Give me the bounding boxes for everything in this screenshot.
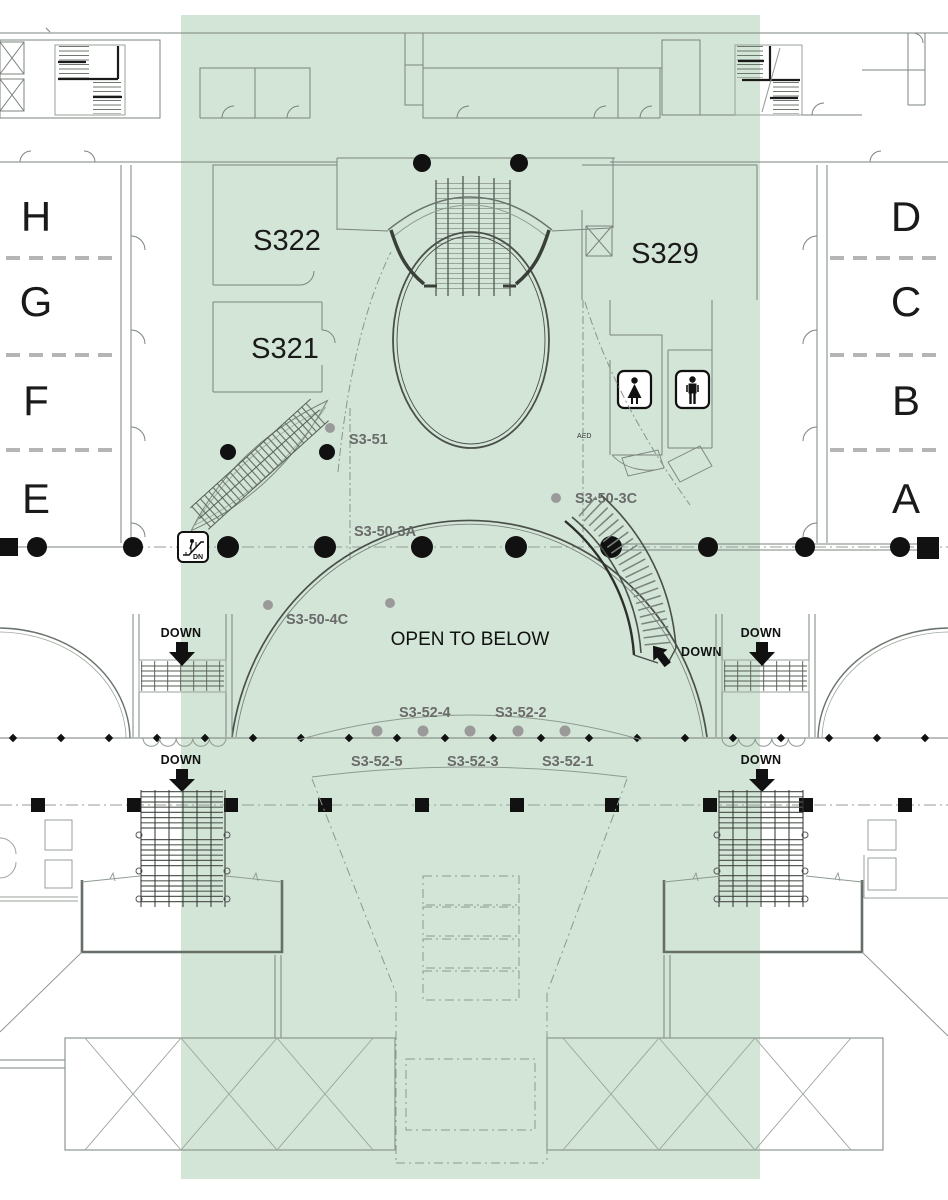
down-arrow-curved-stair [652, 645, 671, 668]
left-dome [0, 627, 131, 739]
dashed-stage-outline [311, 778, 628, 1164]
top-strip [0, 27, 948, 119]
right-bridge: DOWN DOWN [715, 614, 816, 792]
down-label-right-upper: DOWN [741, 626, 782, 640]
down-arrow-right-lower [749, 769, 775, 792]
open-to-below-label: OPEN TO BELOW [391, 629, 550, 650]
lower-left-stair [135, 790, 231, 907]
zone-label-f: F [23, 377, 49, 424]
aed-label: AED [577, 433, 591, 440]
room-label-s322: S322 [253, 225, 321, 257]
zone-label-c: C [891, 278, 921, 325]
left-x-box [64, 1037, 396, 1151]
s3-52-section: S3-52-4 S3-52-2 S3-52-5 S3-52-3 S3-52-1 [297, 705, 643, 778]
stair-label-s3-52-5: S3-52-5 [351, 754, 403, 770]
stair-label-s3-50-4c: S3-50-4C [286, 612, 349, 628]
column-dot [220, 444, 236, 460]
left-wing: H G F E [0, 150, 337, 543]
zone-label-a: A [892, 475, 920, 522]
down-arrow-left-upper [169, 642, 195, 666]
left-bridge: DOWN DOWN [132, 614, 233, 792]
right-wing: D C B A [610, 150, 948, 543]
stair-label-s3-50-3a: S3-50-3A [354, 524, 417, 540]
down-label-curved-stair: DOWN [681, 645, 722, 659]
diagonal-escalator [189, 398, 329, 532]
zone-label-h: H [21, 193, 51, 240]
room-label-s321: S321 [251, 333, 319, 365]
highlight-band [181, 15, 760, 1179]
zone-label-d: D [891, 193, 921, 240]
down-arrow-left-lower [169, 769, 195, 792]
stair-label-s3-52-2: S3-52-2 [495, 705, 547, 721]
zone-label-b: B [892, 377, 920, 424]
womens-restroom-icon [616, 369, 653, 410]
zone-label-e: E [22, 475, 50, 522]
lower-column-grid [0, 798, 948, 812]
balcony-railing [0, 733, 948, 747]
dn-label: DN [193, 554, 203, 561]
center-rooms [212, 157, 758, 483]
column-dot [319, 444, 335, 460]
mens-restroom-icon [674, 369, 711, 410]
zone-label-g: G [20, 278, 53, 325]
stair-label-s3-52-1: S3-52-1 [542, 754, 594, 770]
column-grid [0, 536, 948, 559]
down-arrow-right-upper [749, 642, 775, 666]
lower-structure [0, 819, 948, 1069]
stair-label-s3-51: S3-51 [349, 432, 388, 448]
escalator-down-icon: DN [177, 531, 209, 563]
lower-right-stair [713, 790, 809, 907]
curved-stair: DOWN [564, 494, 722, 668]
grand-stair [337, 154, 691, 560]
down-label-left-lower: DOWN [161, 753, 202, 767]
stair-label-s3-52-4: S3-52-4 [399, 705, 451, 721]
stair-label-s3-52-3: S3-52-3 [447, 754, 499, 770]
down-label-left-upper: DOWN [161, 626, 202, 640]
down-label-right-lower: DOWN [741, 753, 782, 767]
top-right-stair [737, 46, 800, 114]
right-dome [817, 627, 948, 739]
minor-column-dot [325, 423, 335, 433]
top-left-stair [58, 46, 122, 114]
room-label-s329: S329 [631, 238, 699, 270]
